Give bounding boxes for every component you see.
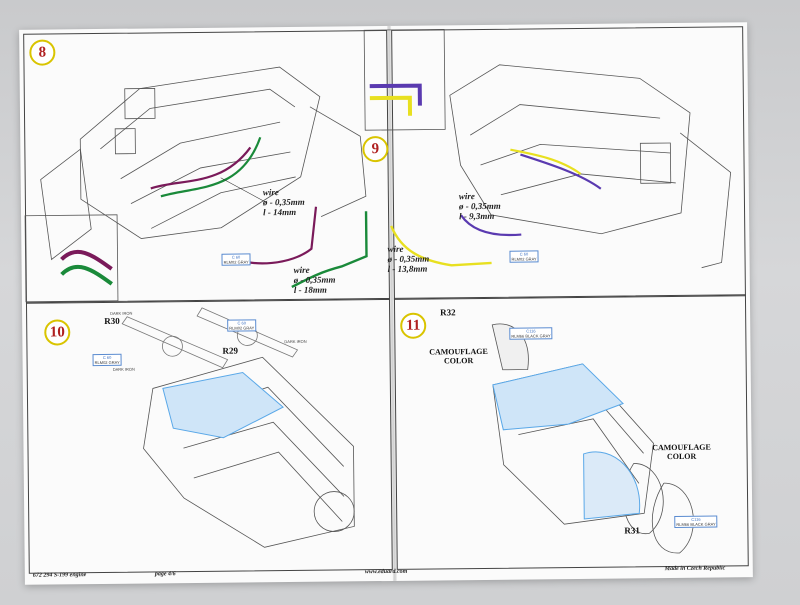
wire-diameter: ø - 0,35mm [387,253,430,264]
wire-diameter: ø - 0,35mm [458,200,501,212]
paint-name: RLM66 BLACK GRAY [676,521,716,527]
wire-title: wire [293,264,310,275]
wire-length: l - 13,8mm [387,263,428,274]
wire-title: wire [458,191,475,202]
paint-name: RLM02 GRAY [94,359,120,366]
wire-label-step9-b: wire ø - 0,35mm l - 9,3mm [459,191,501,221]
paint-name: RLM02 GRAY [229,325,255,331]
wire-title: wire [387,243,404,254]
part-r29: R29 [222,345,239,356]
step-number-10: 10 [44,319,71,346]
wire-label-step8-b: wire ø - 0,35mm l - 18mm [294,265,336,295]
part-r30: R30 [104,315,120,326]
inset-box-step-8 [24,214,119,303]
paint-name: RLM66 BLACK GRAY [511,333,551,339]
paint-tag-c116: C116 RLM66 BLACK GRAY [509,327,553,340]
paint-tag-c60: C 60 RLM02 GRAY [227,319,257,332]
propeller-shafts [121,307,299,369]
wire-label-step8-a: wire ø - 0,35mm l - 14mm [263,187,305,217]
paint-name: RLM02 GRAY [511,256,537,262]
step-number-9: 9 [362,135,389,163]
wire-length: l - 14mm [262,206,297,218]
engine-drawings [24,28,732,554]
footer-url: www.eduard.com [364,568,408,576]
part-r31: R31 [624,525,640,536]
wire-diameter: ø - 0,35mm [293,274,336,285]
paint-name: RLM02 GRAY [223,259,249,265]
footer-kit-info: 672 294 S-199 engine [32,572,87,579]
wire-label-step9-a: wire ø - 0,35mm l - 13,8mm [387,244,429,274]
footer-made-in: Made in Czech Republic [664,565,726,573]
step-number-8: 8 [29,39,56,66]
camouflage-label: CAMOUFLAGE COLOR [429,346,488,366]
engine-drawing-step-9 [449,64,732,269]
paint-note-dark-iron: DARK IRON [112,366,135,372]
camouflage-label: CAMOUFLAGE COLOR [652,442,711,462]
inset-box-step-9 [363,28,446,131]
part-r32: R32 [440,307,456,318]
instruction-sheet: 8 9 10 11 wire ø - 0,35mm l - 14mm wire … [19,22,753,585]
wire-length: l - 18mm [293,284,327,295]
paint-note-dark-iron: DARK IRON [284,338,307,345]
wire-length: l - 9,3mm [459,210,495,222]
wire-diameter: ø - 0,35mm [262,196,305,208]
paint-tag-c60: C 60 RLM02 GRAY [509,250,539,263]
footer-page-number: page 4/6 [154,571,176,578]
step-number-11: 11 [400,312,427,339]
paint-tag-c60: C 60 RLM02 GRAY [92,353,122,367]
paint-tag-c116: C116 RLM66 BLACK GRAY [674,515,718,528]
paint-tag-c60: C 60 RLM02 GRAY [221,253,251,266]
wire-title: wire [262,187,279,198]
engine-drawing-step-8 [40,66,367,261]
